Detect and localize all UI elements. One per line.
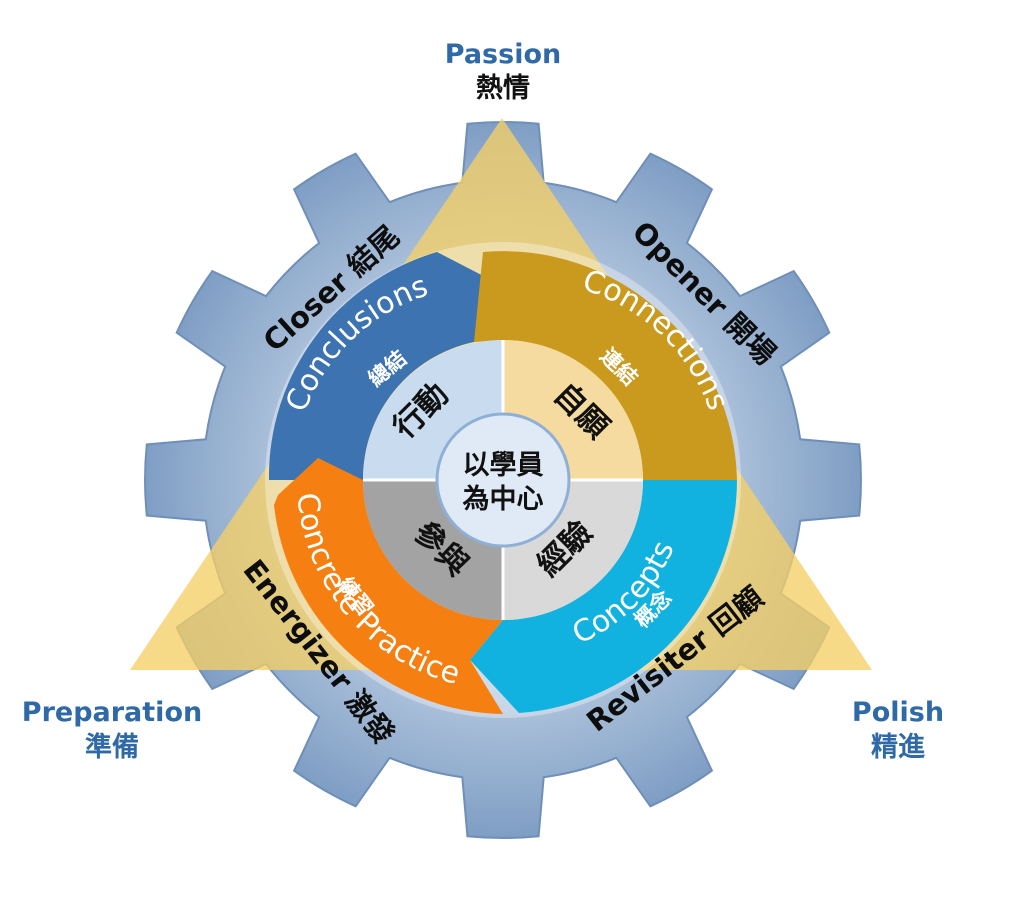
corner-top-zh: 熱情: [476, 73, 530, 104]
conclusions-segment: [268, 252, 526, 480]
concepts-segment: [470, 480, 737, 713]
corner-right-zh: 精進: [871, 732, 925, 763]
connections-segment: [474, 251, 737, 510]
corner-top-en: Passion: [445, 39, 561, 70]
corner-left-en: Preparation: [22, 697, 202, 728]
hub-circle: [435, 412, 571, 548]
corner-right-en: Polish: [852, 697, 944, 728]
corner-left-zh: 準備: [85, 731, 139, 763]
hub-line1: 以學員: [463, 450, 544, 481]
concrete-practice-segment: [274, 458, 503, 714]
hub-line2: 為中心: [463, 483, 544, 515]
